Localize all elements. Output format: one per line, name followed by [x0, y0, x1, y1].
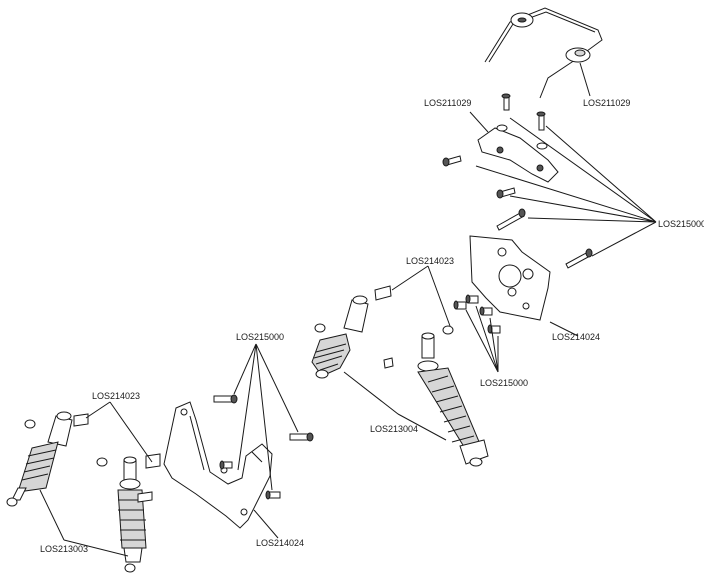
shock-plate-left [163, 401, 273, 529]
shock-plate-right [469, 235, 551, 321]
wire-body-mount [484, 7, 603, 99]
shock-left-a [6, 411, 89, 507]
shock-left-b [96, 453, 161, 573]
label-bracket-top: LOS211029 [583, 98, 630, 108]
shock-right-b [417, 325, 489, 467]
label-screws-mid: LOS215000 [480, 378, 528, 388]
label-screws-top: LOS215000 [658, 219, 704, 229]
label-bracket-left: LOS211029 [424, 98, 471, 108]
left-screw-set [213, 394, 314, 500]
leader-lines [39, 62, 657, 557]
mid-screw-set [453, 294, 501, 334]
shock-right-a [311, 285, 394, 379]
label-plate-left: LOS214024 [256, 538, 304, 548]
shock-tower-bracket [477, 124, 559, 183]
label-plate-right: LOS214024 [552, 332, 600, 342]
label-shock-right: LOS213004 [370, 424, 418, 434]
label-spacer-right: LOS214023 [406, 256, 454, 266]
label-spacer-left: LOS214023 [92, 391, 140, 401]
label-shock-left: LOS213003 [40, 544, 88, 554]
label-screws-left: LOS215000 [236, 332, 284, 342]
top-screw-set [442, 93, 593, 269]
